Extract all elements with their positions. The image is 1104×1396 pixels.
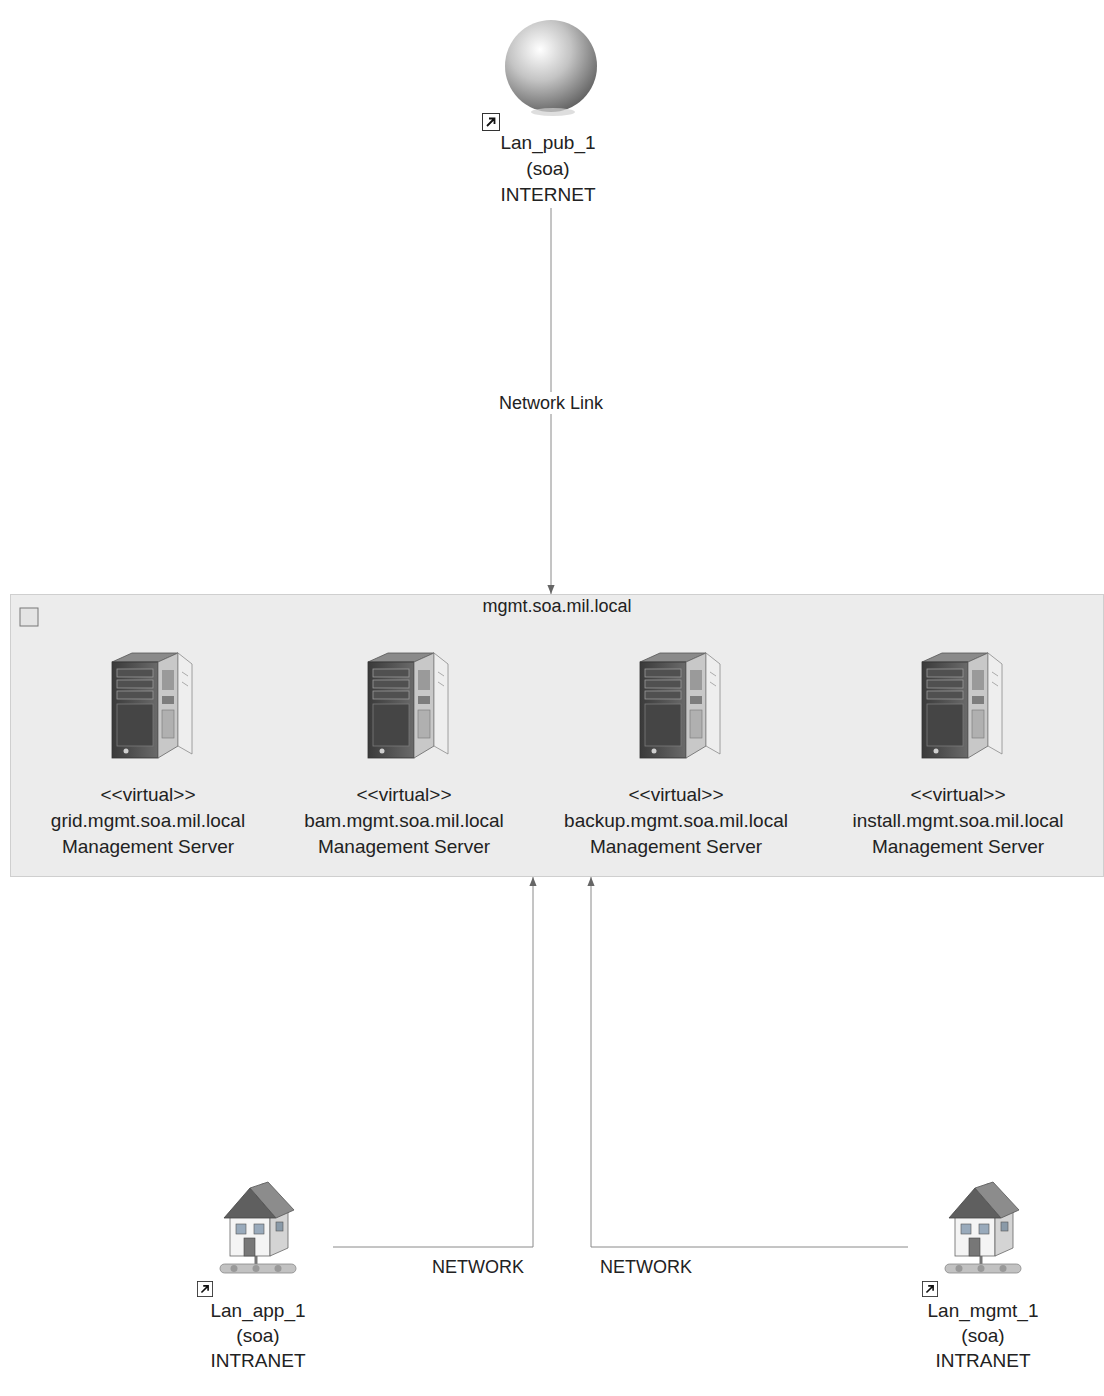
node-label: (soa) [908,1323,1058,1348]
node-label: install.mgmt.soa.mil.local [828,808,1088,834]
node-label: Management Server [828,834,1088,860]
server-icon [922,653,1002,758]
edge-label: NETWORK [429,1256,527,1278]
node-label: Management Server [274,834,534,860]
node-label: bam.mgmt.soa.mil.local [274,808,534,834]
node-label: <<virtual>> [828,782,1088,808]
shortcut-icon [197,1281,212,1296]
globe-icon [505,20,597,112]
shortcut-icon [922,1281,937,1296]
group-title: mgmt.soa.mil.local [11,595,1103,617]
node-label: Management Server [18,834,278,860]
lan-node: Lan_mgmt_1(soa)INTRANET [908,1178,1058,1373]
network-link [591,877,908,1247]
globe-shadow [531,108,575,116]
node-label: (soa) [183,1323,333,1348]
group-ground [10,594,1104,877]
node-label: INTERNET [478,182,618,208]
server-icon [368,653,448,758]
server-node: <<virtual>>bam.mgmt.soa.mil.localManagem… [274,647,534,860]
network-node: Lan_pub_1(soa)INTERNET [478,18,618,208]
node-label: INTRANET [908,1348,1058,1373]
node-label: <<virtual>> [546,782,806,808]
node-label: Lan_app_1 [183,1298,333,1323]
domain-group: <<virtual>>grid.mgmt.soa.mil.localManage… [10,594,1104,877]
server-node: <<virtual>>backup.mgmt.soa.mil.localMana… [546,647,806,860]
shortcut-icon [483,114,500,131]
server-icon [112,653,192,758]
server-node: <<virtual>>grid.mgmt.soa.mil.localManage… [18,647,278,860]
node-label: grid.mgmt.soa.mil.local [18,808,278,834]
lan-icon [220,1182,296,1273]
lan-node: Lan_app_1(soa)INTRANET [183,1178,333,1373]
node-label: <<virtual>> [18,782,278,808]
node-label: (soa) [478,156,618,182]
server-node: <<virtual>>install.mgmt.soa.mil.localMan… [828,647,1088,860]
edge-label: Network Link [496,392,606,414]
node-label: INTRANET [183,1348,333,1373]
node-label: backup.mgmt.soa.mil.local [546,808,806,834]
server-icon [640,653,720,758]
node-label: Lan_mgmt_1 [908,1298,1058,1323]
group-icon [20,608,38,626]
node-label: Management Server [546,834,806,860]
node-label: <<virtual>> [274,782,534,808]
network-link [333,877,533,1247]
node-label: Lan_pub_1 [478,130,618,156]
lan-icon [945,1182,1021,1273]
edge-label: NETWORK [597,1256,695,1278]
